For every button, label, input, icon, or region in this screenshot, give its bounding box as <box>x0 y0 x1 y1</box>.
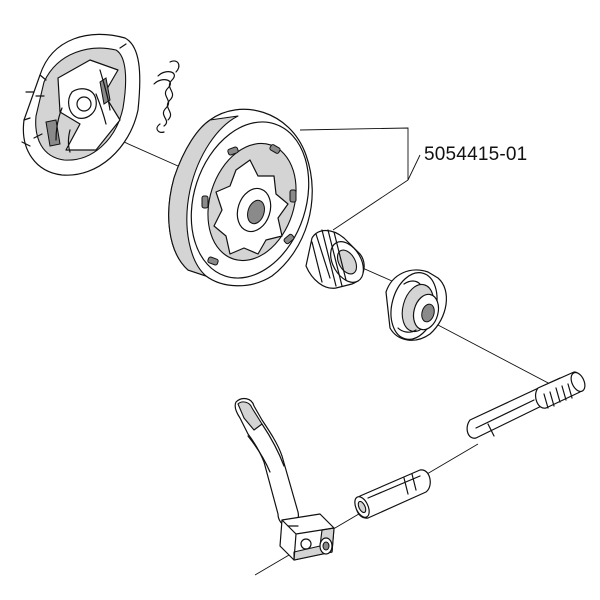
assembly-axis-line <box>69 117 553 576</box>
clutch-shoe-icon <box>21 33 141 176</box>
sleeve-tube-icon <box>354 469 431 519</box>
part-number-label: 5054415-01 <box>424 144 528 165</box>
callout-leader-lines <box>299 127 421 231</box>
needle-bearing-icon <box>305 229 365 289</box>
brake-lever-icon <box>234 397 335 561</box>
clutch-drum-sprocket-icon <box>168 108 313 287</box>
washer-flange-icon <box>385 269 447 341</box>
crankshaft-icon <box>466 371 586 439</box>
clutch-spring-icon <box>153 60 180 133</box>
